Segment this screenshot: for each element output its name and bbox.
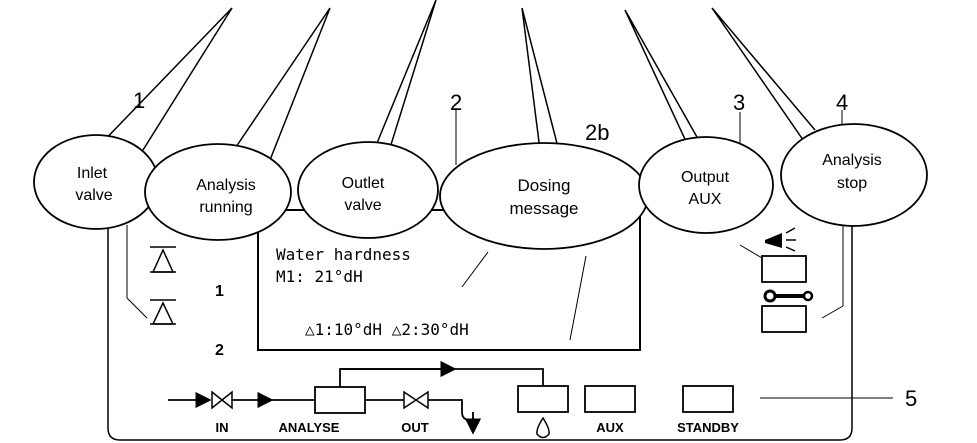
stop-indicator-box [761,305,807,333]
output-aux-balloon [638,136,774,234]
output-aux-line2: AUX [689,191,722,208]
display-line-2: M1: 21°dH [276,267,363,286]
indicator-label-2: 2 [215,342,224,359]
inlet-valve-balloon [33,134,159,230]
analysis-running-line2: running [199,199,252,216]
out-label: OUT [401,420,429,435]
standby-label: STANDBY [677,420,739,435]
analyse-label: ANALYSE [279,420,340,435]
ref-number-1: 1 [133,88,145,113]
ref-number-5: 5 [905,386,917,411]
indicator-label-1: 1 [215,283,224,300]
outlet-valve-line1: Outlet [342,175,385,192]
triangle-valve-icon [150,299,176,325]
device-panel [107,150,853,441]
inlet-valve-line2: valve [75,187,112,204]
standby-button[interactable] [682,385,734,413]
outlet-valve-line2: valve [344,197,381,214]
analysis-running-balloon [144,143,292,241]
in-valve-icon [211,390,233,410]
analysis-stop-balloon [780,123,928,227]
horn-icon [765,227,796,252]
display-line-3: △1:10°dH △2:30°dH [305,320,469,339]
wrench-icon [763,289,814,303]
analyse-button[interactable] [314,386,366,414]
display-line-1: Water hardness [276,245,411,264]
dosing-message-line1: Dosing [518,176,571,195]
analysis-running-line1: Analysis [196,177,256,194]
inlet-valve-line1: Inlet [77,165,108,182]
ref-number-2b: 2b [585,120,609,145]
ref-number-4: 4 [836,90,848,115]
dosing-message-line2: message [510,199,579,218]
drop-icon [536,416,550,439]
dosing-message-balloon [439,142,649,250]
aux-button[interactable] [584,385,636,413]
outlet-valve-balloon [297,141,439,239]
output-aux-line1: Output [681,169,730,186]
aux-label: AUX [596,420,624,435]
ref-number-3: 3 [733,90,745,115]
aux-indicator-box [761,255,807,283]
analysis-stop-line2: stop [837,175,867,192]
triangle-valve-icon [150,246,176,273]
balloon-tails [94,0,816,181]
analysis-stop-line1: Analysis [822,152,882,169]
in-label: IN [216,420,229,435]
out-valve-icon [403,390,429,410]
ref-number-2: 2 [450,90,462,115]
dosing-button[interactable] [517,385,569,413]
